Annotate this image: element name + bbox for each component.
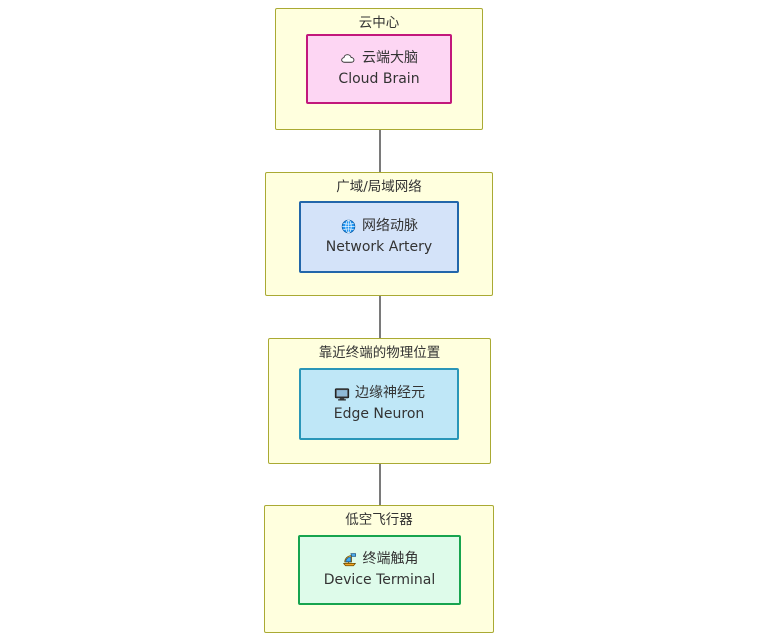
node-device-terminal-cn-row: 终端触角 [341, 549, 419, 570]
node-device-terminal-label-cn: 终端触角 [362, 551, 419, 567]
node-cloud-brain-cn-row: 云端大脑 [340, 48, 418, 69]
cluster-label-cloud-center: 云中心 [358, 15, 400, 31]
satellite-antenna-icon [341, 551, 358, 568]
node-edge-neuron-label-en: Edge Neuron [333, 406, 425, 422]
cluster-label-low-altitude-aircraft: 低空飞行器 [345, 512, 413, 528]
node-cloud-brain-label-en: Cloud Brain [338, 71, 420, 87]
node-cloud-brain[interactable]: 云端大脑 Cloud Brain [306, 34, 452, 104]
node-network-artery-label-cn: 网络动脉 [362, 218, 418, 234]
node-network-artery[interactable]: 网络动脉 Network Artery [299, 201, 459, 273]
cluster-label-wan-lan-network: 广域/局域网络 [336, 179, 422, 195]
globe-icon [340, 218, 357, 235]
cluster-label-near-terminal-location: 靠近终端的物理位置 [318, 345, 441, 361]
node-edge-neuron-cn-row: 边缘神经元 [333, 383, 425, 404]
node-device-terminal-label-en: Device Terminal [323, 572, 436, 588]
node-edge-neuron[interactable]: 边缘神经元 Edge Neuron [299, 368, 459, 440]
node-edge-neuron-label-cn: 边缘神经元 [355, 385, 425, 401]
monitor-icon [333, 385, 350, 402]
node-device-terminal[interactable]: 终端触角 Device Terminal [298, 535, 461, 605]
cloud-icon [340, 50, 357, 67]
node-network-artery-cn-row: 网络动脉 [340, 216, 418, 237]
node-network-artery-label-en: Network Artery [325, 239, 433, 255]
node-cloud-brain-label-cn: 云端大脑 [362, 50, 418, 66]
